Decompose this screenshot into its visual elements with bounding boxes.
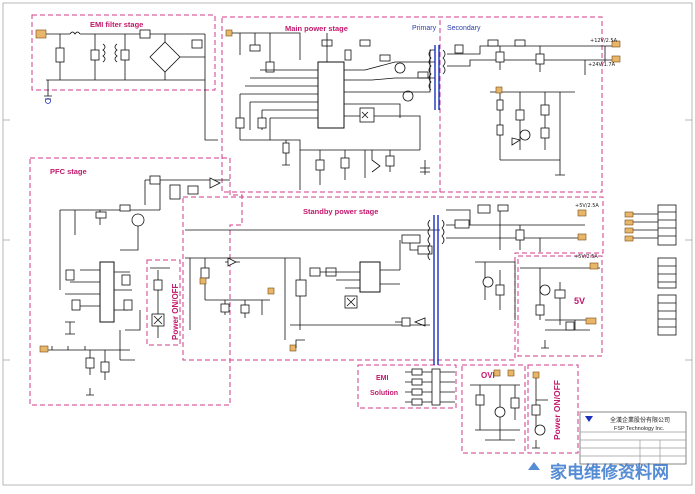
ovp-label: OVP [481,371,499,380]
optocoupler-main [359,107,375,123]
pfc-frame [29,157,243,406]
five-v-circuit: +5V/2.5A [475,254,600,349]
power-onoff-right-label: Power ON/OFF [552,380,562,440]
emi-solution-label-line1: EMI [376,375,389,382]
sheet-border [2,2,693,486]
emi-solution-label-line2: Solution [370,390,398,397]
border-ticks [3,119,692,361]
company-name-en: FSP Technology Inc. [614,426,665,432]
watermark: 家电维修资料网 [550,462,669,483]
pfc-circuit [39,175,230,396]
ac-input-connector [35,29,47,39]
main-power-circuit: +12V/2.5A +24V/1.7A [225,29,621,190]
mosfet-q2 [402,90,414,102]
svg-text:+5V/2.5A: +5V/2.5A [575,203,599,209]
emi-filter-label: EMI filter stage [90,20,143,29]
standby-controller-ic [359,261,381,293]
connector-cn1 [657,204,677,246]
bridge-rectifier [149,41,181,73]
standby-label: Standby power stage [303,207,378,216]
output-connector-1 [611,40,621,48]
ovp-circuit [470,369,520,441]
emi-solution-circuit [405,368,455,406]
standby-capacitor [401,234,421,244]
power-onoff-left-frame [146,259,181,346]
emi-solution-frame [357,364,457,409]
power-onoff-right-circuit [531,371,548,449]
standby-frame [182,196,604,361]
watermark-logo-icon [528,462,540,470]
svg-text:+5V/2.5A: +5V/2.5A [574,254,598,260]
pfc-diode [209,177,221,189]
title-block: 全漢企業股份有限公司 FSP Technology Inc. [579,411,687,465]
pfc-controller-ic [99,261,115,323]
secondary-label: Secondary [447,25,481,32]
svg-text:+12V/2.5A: +12V/2.5A [590,38,618,44]
connector-cn3 [657,294,677,336]
emi-filter-circuit [35,29,218,141]
pfc-mosfet [131,213,145,227]
common-mode-choke [102,43,118,63]
company-name-cn: 全漢企業股份有限公司 [610,416,670,424]
ovp-frame [461,364,526,454]
power-onoff-left-label: Power ON/OFF [171,283,180,340]
svg-text:+24V/1.7A: +24V/1.7A [588,62,616,68]
standby-circuit: +5V/2.5A [185,203,599,365]
emi-filter-frame [31,14,216,91]
fuse [69,31,81,35]
power-onoff-right-frame [527,364,579,454]
five-v-frame [517,255,603,357]
standby-output-connector-1 [577,209,587,217]
pwm-controller-ic [317,61,345,129]
pfc-label: PFC stage [50,167,87,176]
main-power-frame [221,16,603,193]
primary-label: Primary [412,25,437,32]
power-onoff-left-circuit [150,267,170,338]
mosfet-q1 [394,62,406,74]
five-v-label: 5V [574,296,585,306]
standby-output-connector-2 [577,233,587,241]
output-connector-strip [624,204,677,336]
connector-cn2 [657,257,677,289]
main-power-label: Main power stage [285,24,348,33]
output-connector-2 [611,55,621,63]
fsp-logo-icon [585,416,593,422]
